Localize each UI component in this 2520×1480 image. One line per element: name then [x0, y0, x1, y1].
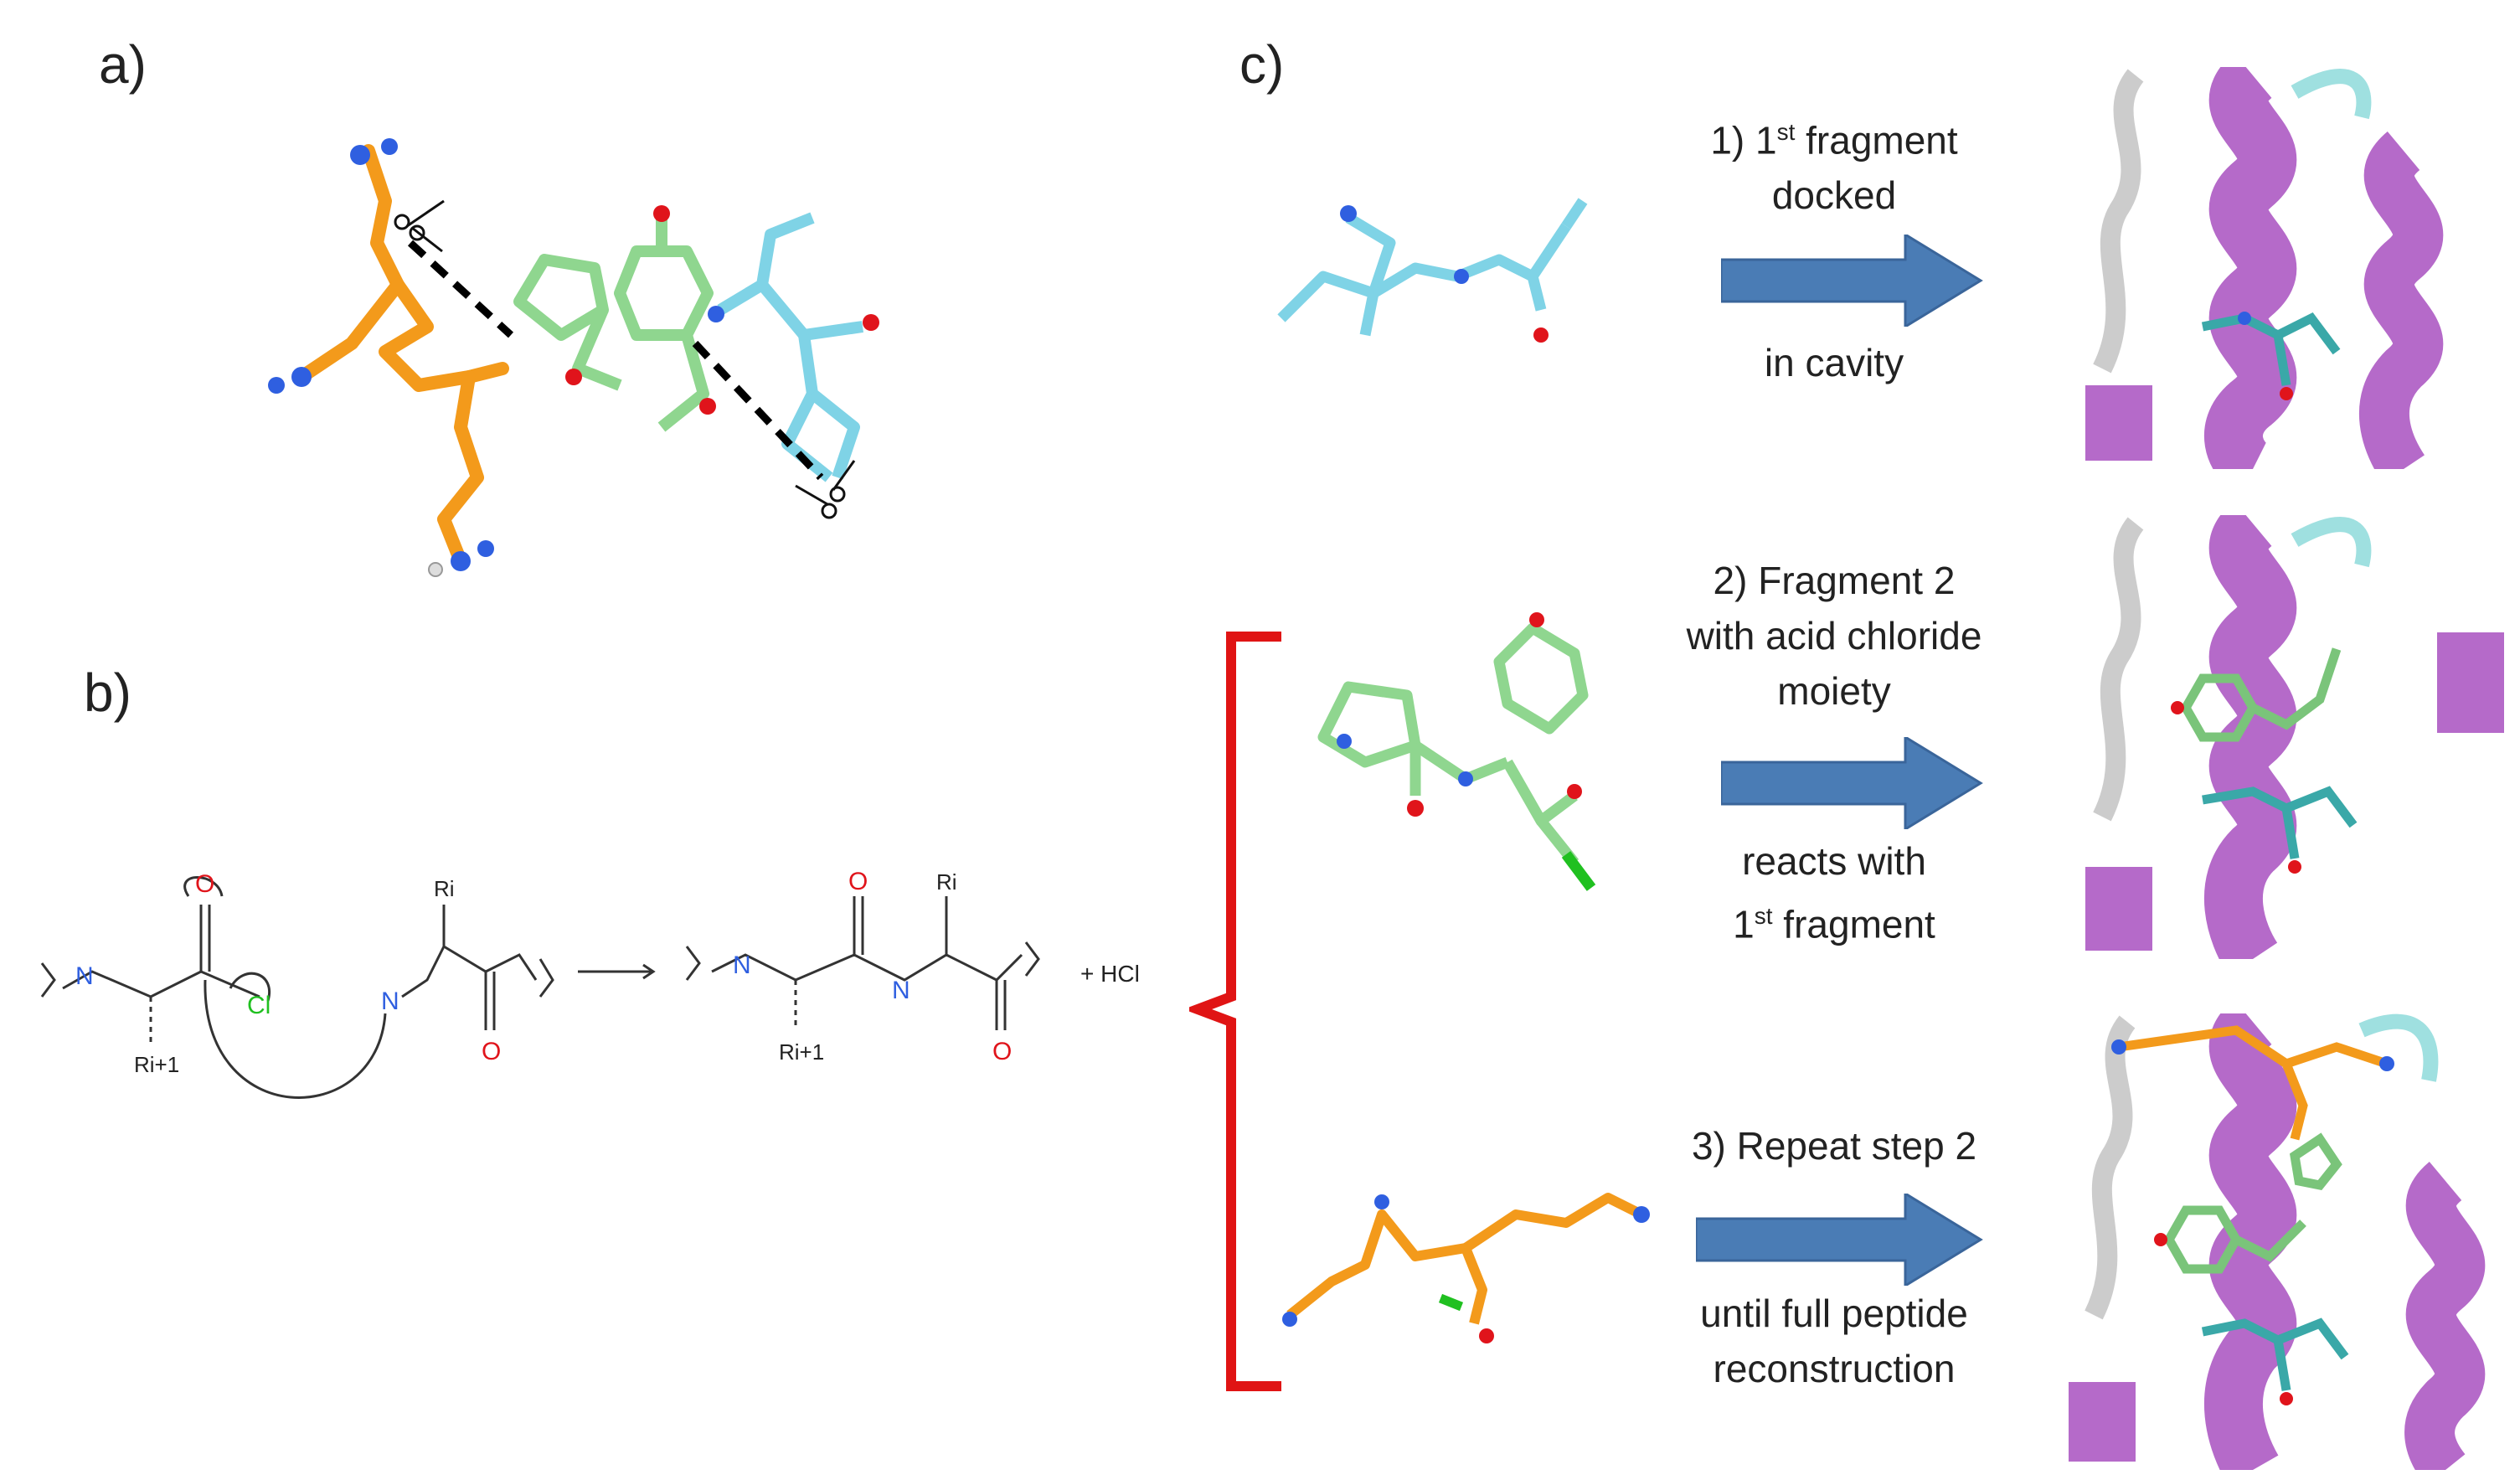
- fragment-3-arginine: [1282, 1193, 1650, 1343]
- valine-nitrogen: [708, 306, 724, 322]
- product-side-chain-bottom: Ri+1: [779, 1039, 824, 1065]
- cavity-render-step-1: [2085, 67, 2504, 469]
- reactant-nitrogen-right: N: [381, 988, 399, 1015]
- product-side-chain-top: Ri: [936, 869, 957, 895]
- step-1-title: 1) 1st fragment docked: [1710, 118, 1958, 218]
- proline-tyrosine-fragment: [513, 218, 714, 432]
- product-nitrogen-mid: N: [892, 977, 910, 1004]
- step-3-title: 3) Repeat step 2: [1691, 1124, 1977, 1168]
- panel-label-a: a): [99, 34, 147, 95]
- cavity-render-step-3: [2069, 1013, 2504, 1470]
- panel-label-b: b): [84, 663, 131, 723]
- step-1-arrow: [1721, 235, 1983, 327]
- scissors-icon: [394, 199, 445, 253]
- step-3-arrow: [1696, 1194, 1983, 1286]
- product-oxygen-top: O: [848, 868, 868, 895]
- step-2-arrow: [1721, 737, 1983, 829]
- reactant-chlorine: Cl: [247, 992, 271, 1019]
- valine-fragment: [717, 212, 863, 482]
- scissors-icon-2: [795, 460, 856, 519]
- cleavage-lines: [407, 240, 824, 481]
- cavity-render-step-2: [2085, 515, 2504, 959]
- reactant-side-chain: Ri+1: [134, 1052, 179, 1077]
- red-bracket: [1189, 632, 1281, 1391]
- step-1-after: in cavity: [1764, 341, 1904, 384]
- fragment-1-valine: [1277, 198, 1588, 343]
- reaction-scheme: O Cl N Ri+1 Ri N O O N N Ri Ri+1 O + HCl: [40, 868, 1140, 1099]
- guanidinium-groups: [268, 138, 494, 577]
- step-2-title: 2) Fragment 2 with acid chloride moiety: [1686, 559, 1982, 713]
- peptide-structure-diagram: [268, 138, 879, 577]
- carbonyl-oxygen-atom: [565, 369, 582, 385]
- arginine-fragment: [295, 144, 509, 568]
- step-2-after: reacts with 1st fragment: [1733, 839, 1935, 946]
- reactant-nitrogen-left: N: [75, 962, 94, 990]
- panel-label-c: c): [1239, 34, 1285, 95]
- reactant-carbonyl-oxygen: O: [482, 1038, 501, 1065]
- carbonyl-oxygen-atom-2: [699, 398, 716, 415]
- reactant-side-chain-top: Ri: [434, 876, 455, 901]
- step-3-after: until full peptide reconstruction: [1700, 1292, 1968, 1390]
- reactant-oxygen: O: [195, 870, 214, 898]
- product-carbonyl-oxygen: O: [992, 1038, 1012, 1065]
- tyrosine-hydroxyl-atom: [653, 205, 670, 222]
- product-nitrogen-left: N: [733, 951, 751, 979]
- fragment-2-pro-tyr: [1317, 612, 1596, 891]
- valine-carboxyl-oxygen: [863, 314, 879, 331]
- byproduct-hcl: + HCl: [1080, 961, 1140, 987]
